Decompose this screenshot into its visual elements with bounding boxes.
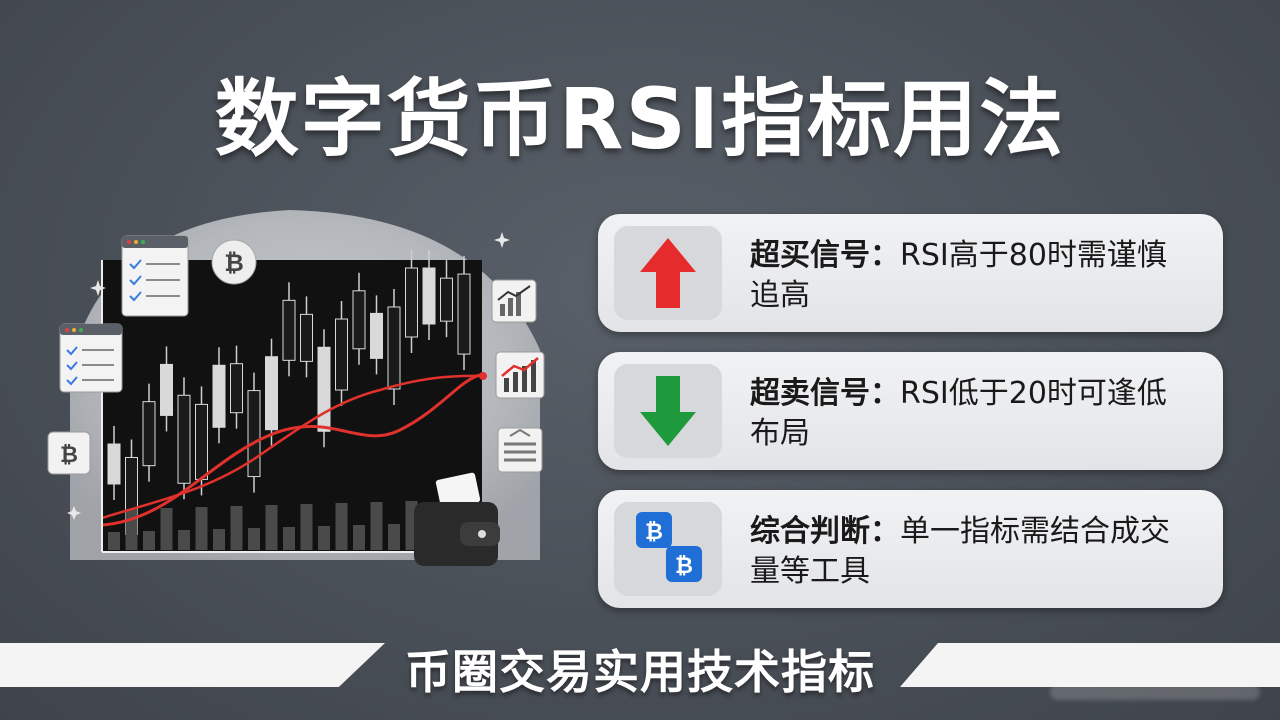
card-icon-box: ₿ ₿: [614, 502, 722, 596]
card-text: 超卖信号：RSI低于20时可逢低布局: [750, 374, 1190, 454]
candle-body: [230, 363, 243, 414]
candle-body: [160, 363, 173, 416]
volume-bar: [353, 525, 365, 550]
candle-body: [370, 312, 383, 359]
bar-chart-up-icon: [495, 351, 545, 399]
volume-bar: [143, 531, 155, 550]
card-overbought: 超买信号：RSI高于80时需谨慎追高: [598, 214, 1223, 332]
volume-bar: [370, 502, 383, 550]
candle-body: [440, 277, 453, 322]
candle-body: [422, 267, 436, 325]
card-label: 超买信号：: [750, 238, 900, 273]
bitcoin-badges-icon: ₿ ₿: [636, 512, 702, 582]
volume-bar: [160, 508, 173, 550]
candle-body: [335, 318, 348, 391]
watermark-blur: [1050, 684, 1260, 700]
candle-body: [142, 401, 156, 467]
card-desc: 单一指标需结合成交量等工具: [750, 514, 1170, 589]
checklist-window-icon: [121, 235, 189, 317]
wallet-icon: [414, 472, 500, 566]
volume-bar: [178, 530, 190, 550]
checklist-window-icon: [59, 323, 123, 393]
sparkle-icon: [67, 232, 510, 520]
volume-bar: [335, 503, 348, 550]
volume-bar: [230, 506, 243, 550]
card-label: 综合判断：: [750, 514, 900, 549]
svg-text:₿: ₿: [224, 249, 244, 277]
green-down-arrow-icon: [640, 376, 696, 446]
candle-body: [265, 356, 278, 431]
volume-bar: [213, 529, 225, 550]
page-title: 数字货币RSI指标用法: [214, 70, 1066, 168]
volume-bar: [265, 505, 278, 550]
card-oversold: 超卖信号：RSI低于20时可逢低布局: [598, 352, 1223, 470]
card-text: 超买信号：RSI高于80时需谨慎追高: [750, 236, 1190, 316]
red-up-arrow-icon: [640, 238, 696, 308]
candle-body: [282, 299, 296, 361]
card-desc: RSI低于20时可逢低布局: [750, 376, 1167, 451]
card-desc: RSI高于80时需谨慎追高: [750, 238, 1167, 313]
rsi-end-dot: [479, 372, 487, 380]
bitcoin-tag-icon: ₿: [47, 431, 91, 475]
volume-bar: [108, 532, 120, 550]
volume-bar: [300, 504, 313, 550]
footer-ribbon-left: [0, 643, 385, 687]
candle-body: [107, 443, 121, 485]
bar-chart-up-icon: [491, 279, 537, 323]
footer-subtitle: 币圈交易实用技术指标: [405, 645, 875, 699]
card-combined: ₿ ₿ 综合判断：单一指标需结合成交量等工具: [598, 490, 1223, 608]
volume-bar: [283, 527, 295, 550]
footer-ribbon-right: [900, 643, 1280, 687]
svg-text:₿: ₿: [60, 443, 78, 468]
svg-text:₿: ₿: [675, 554, 693, 579]
candle-body: [300, 313, 313, 362]
volume-bar: [318, 526, 330, 550]
volume-bar: [248, 528, 260, 550]
volume-bar: [388, 524, 400, 550]
volume-bar: [195, 507, 208, 550]
candle-body: [352, 290, 366, 350]
card-icon-box: [614, 364, 722, 458]
candle-body: [247, 390, 261, 478]
candle-body: [317, 346, 331, 432]
svg-text:₿: ₿: [645, 520, 663, 545]
candlestick-illustration: ₿ ₿: [47, 210, 545, 566]
candle-body: [387, 306, 401, 390]
candle-body: [405, 267, 418, 338]
volume-bar: [125, 509, 138, 550]
card-icon-box: [614, 226, 722, 320]
card-label: 超卖信号：: [750, 376, 900, 411]
card-text: 综合判断：单一指标需结合成交量等工具: [750, 512, 1190, 592]
candle-body: [195, 403, 208, 480]
rsi-line-2: [101, 374, 486, 520]
candle-body: [212, 364, 226, 428]
candle-body: [177, 394, 191, 484]
candle-body: [457, 273, 471, 355]
cash-stack-icon: [497, 427, 543, 473]
bitcoin-coin-icon: ₿: [211, 239, 257, 285]
